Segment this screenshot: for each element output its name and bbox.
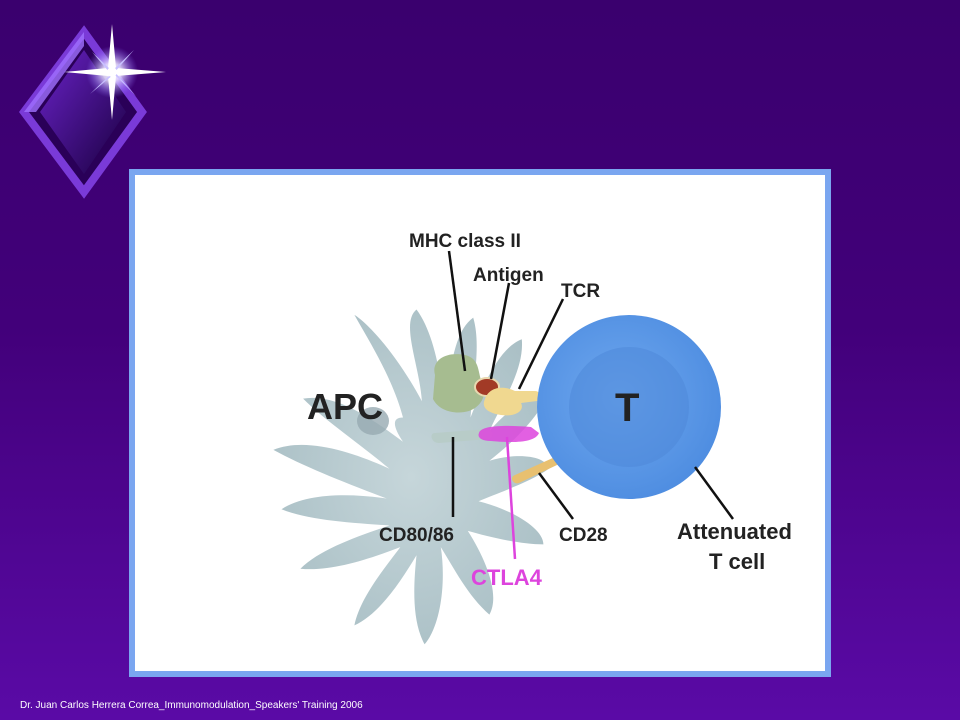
t-cell <box>537 315 721 499</box>
antigen-leader-line <box>489 282 511 380</box>
cd80-86-molecule <box>431 429 493 443</box>
ctla4-label: CTLA4 <box>471 565 543 590</box>
diamond-star-logo <box>19 24 166 199</box>
diagram-panel: MHC class II Antigen TCR APC T CD80/86 C… <box>129 169 831 677</box>
apc-label: APC <box>307 386 383 427</box>
ctla4-leader-line <box>505 436 517 560</box>
cd28-leader-line <box>537 472 575 520</box>
cd28-label: CD28 <box>559 525 608 546</box>
star-sparkle-icon <box>64 24 166 120</box>
mhc-leader-line <box>447 250 467 372</box>
t-cell-label: T <box>615 386 639 430</box>
cd80-86-label: CD80/86 <box>379 525 454 546</box>
attenuated-label-line1: Attenuated <box>677 519 792 544</box>
attenuated-label-line2: T cell <box>709 549 765 574</box>
footer-credit: Dr. Juan Carlos Herrera Correa_Immunomod… <box>20 700 363 711</box>
mhc-class-ii-molecule <box>433 354 485 413</box>
apc-tcell-diagram: MHC class II Antigen TCR APC T CD80/86 C… <box>273 231 792 645</box>
apc-cell <box>273 309 549 645</box>
mhc-class-ii-label: MHC class II <box>409 231 521 252</box>
tcr-leader-line <box>517 298 565 390</box>
tcr-label: TCR <box>561 281 600 302</box>
ctla4-molecule <box>478 425 539 443</box>
attenuated-leader-line <box>693 466 735 520</box>
diagram-canvas: MHC class II Antigen TCR APC T CD80/86 C… <box>135 175 825 671</box>
antigen-label: Antigen <box>473 265 544 286</box>
cd28-molecule <box>512 456 561 484</box>
tcr-molecule <box>483 387 541 416</box>
